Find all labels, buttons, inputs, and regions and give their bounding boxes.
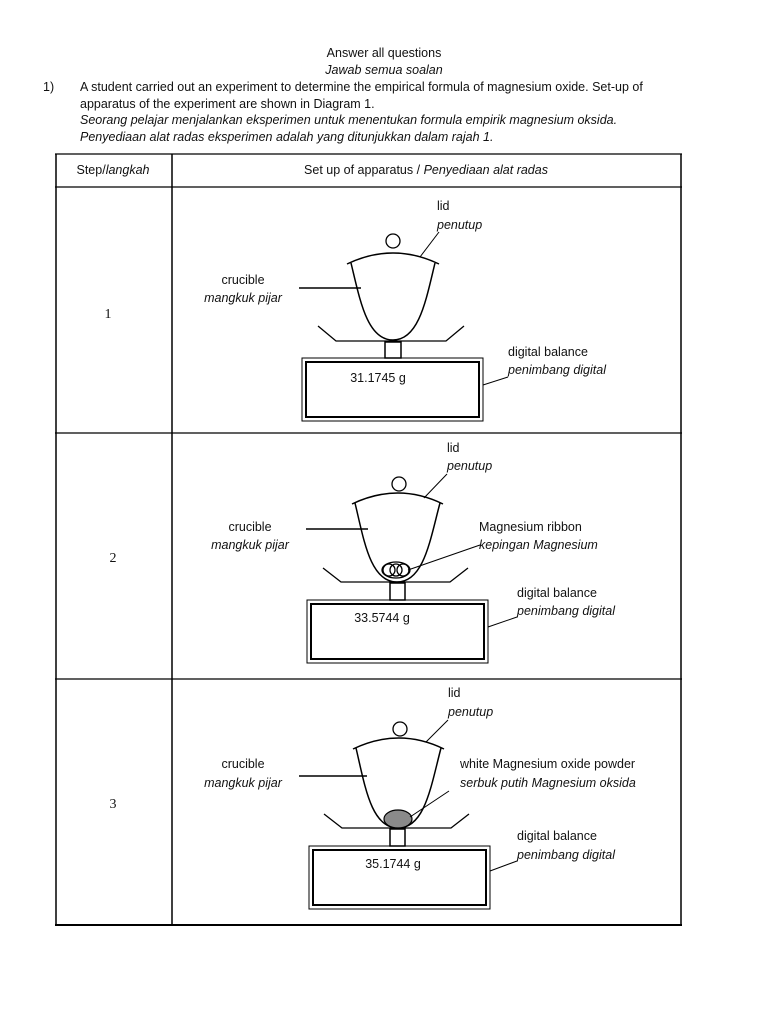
label-lid: lid [437,199,450,213]
question-text-line-1: A student carried out an experiment to d… [80,80,643,94]
magnesium-oxide-powder [383,809,413,829]
row-step-3: 3 35.1744 g lid penutup crucible mangkuk… [110,686,636,910]
label-magnesium-ribbon: Magnesium ribbon [479,520,582,534]
digital-balance [308,845,491,910]
lid-knob [391,476,407,492]
label-lid-malay: penutup [436,218,482,232]
label-balance-malay: penimbang digital [507,363,607,377]
digital-balance-inner [310,603,485,660]
question-text-line-4: Penyediaan alat radas eksperimen adalah … [80,130,494,144]
label-crucible-malay: mangkuk pijar [204,291,283,305]
page-title: Answer all questions [326,46,442,60]
question-text-line-2: apparatus of the experiment are shown in… [80,97,375,111]
balance-pedestal [389,582,406,601]
leader-line-balance [487,616,518,628]
leader-line-lid [423,473,448,499]
balance-reading: 31.1745 g [350,371,406,385]
lid [352,737,445,750]
crucible [350,262,436,341]
header-step: Step/langkah [77,163,150,177]
row-step-2: 2 33.5744 g lid penutup crucible mangkuk… [110,441,616,664]
lid-knob [385,233,401,249]
lid [346,252,440,265]
step-number: 3 [110,797,117,812]
header-setup: Set up of apparatus / Penyediaan alat ra… [304,163,548,177]
digital-balance-inner [312,849,487,906]
lid [351,492,444,505]
leader-line-magnesium-oxide [409,790,450,818]
label-magnesium-ribbon-malay: kepingan Magnesium [479,538,598,552]
question-text-line-3: Seorang pelajar menjalankan eksperimen u… [80,113,618,127]
label-crucible: crucible [228,520,271,534]
leader-line-balance [489,860,518,872]
step-number: 1 [105,307,112,322]
label-balance: digital balance [517,586,597,600]
label-magnesium-oxide-malay: serbuk putih Magnesium oksida [460,776,636,790]
label-balance-malay: penimbang digital [516,848,616,862]
label-crucible: crucible [221,757,264,771]
leader-line-magnesium-ribbon [407,544,481,571]
digital-balance-inner [305,361,480,418]
label-balance: digital balance [508,345,588,359]
label-crucible: crucible [221,273,264,287]
table-grid [55,153,682,926]
balance-reading: 35.1744 g [365,857,421,871]
pipeclay-triangle [317,325,465,342]
crucible [354,502,441,583]
question-number: 1) [43,80,55,94]
page-title-malay: Jawab semua soalan [325,63,443,77]
digital-balance [301,357,484,422]
label-balance: digital balance [517,829,597,843]
label-crucible-malay: mangkuk pijar [211,538,290,552]
row-step-1: 1 31.1745 g lid penutup crucible mangkuk… [105,199,607,422]
leader-line-balance [482,376,509,386]
label-lid: lid [448,686,461,700]
step-number: 2 [110,551,117,566]
magnesium-ribbon [381,561,411,579]
leader-line-lid [425,719,449,743]
balance-reading: 33.5744 g [354,611,410,625]
label-balance-malay: penimbang digital [516,604,616,618]
label-magnesium-oxide: white Magnesium oxide powder [459,757,635,771]
digital-balance [306,599,489,664]
label-lid: lid [447,441,460,455]
label-crucible-malay: mangkuk pijar [204,776,283,790]
balance-pedestal [384,341,402,359]
lid-knob [392,721,408,737]
balance-pedestal [389,828,406,847]
label-lid-malay: penutup [447,705,493,719]
label-lid-malay: penutup [446,459,492,473]
leader-line-lid [419,231,440,258]
